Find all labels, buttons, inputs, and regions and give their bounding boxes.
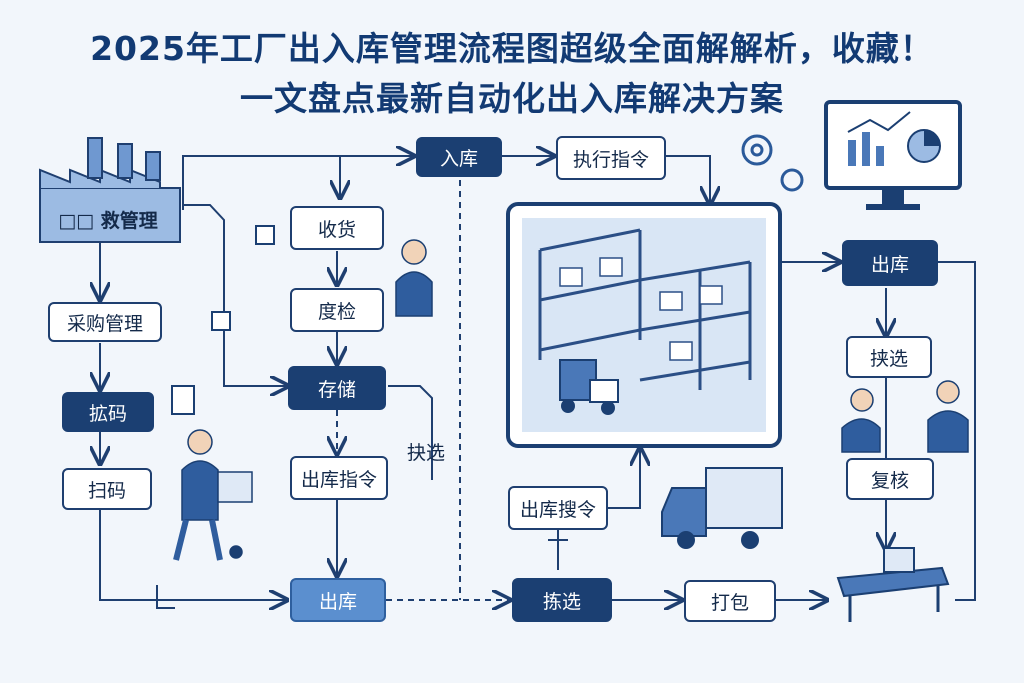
title-line-1: 2025年工厂出入库管理流程图超级全面解解析，收藏！ xyxy=(90,29,934,68)
truck-icon xyxy=(661,467,783,549)
node-outbound-right[interactable]: 出库 xyxy=(842,240,938,286)
barcode-icon xyxy=(211,311,231,331)
document-icon xyxy=(171,385,195,415)
node-scan[interactable]: 扫码 xyxy=(62,468,152,510)
factory-icon xyxy=(39,137,181,243)
node-recheck[interactable]: 复核 xyxy=(846,458,934,500)
title-line-2: 一文盘点最新自动化出入库解决方案 xyxy=(240,79,784,118)
node-pick-side[interactable]: 抉选 xyxy=(406,441,445,464)
node-execute-order[interactable]: 执行指令 xyxy=(556,136,666,180)
node-outbound-bottom[interactable]: 出库 xyxy=(290,578,386,622)
factory-label: □□ 救管理 xyxy=(58,209,158,232)
worker-icon xyxy=(173,429,253,561)
node-inspect[interactable]: 度检 xyxy=(290,288,384,332)
node-receive[interactable]: 收货 xyxy=(290,206,384,250)
node-pack[interactable]: 打包 xyxy=(684,580,776,622)
conveyor-icon xyxy=(836,547,950,622)
node-inbound[interactable]: 入库 xyxy=(416,137,502,177)
gear-icon xyxy=(741,134,804,192)
worker-icon xyxy=(841,380,969,453)
monitor-icon xyxy=(824,100,962,210)
node-pick-right[interactable]: 挟选 xyxy=(846,336,932,378)
barcode-icon xyxy=(255,225,275,245)
warehouse-illustration xyxy=(506,202,782,448)
node-procurement[interactable]: 采购管理 xyxy=(48,302,162,342)
node-outbound-order[interactable]: 出库指令 xyxy=(290,456,388,500)
worker-icon xyxy=(395,239,433,317)
node-outbound-search[interactable]: 出库搜令 xyxy=(508,486,608,530)
node-code[interactable]: 拡码 xyxy=(62,392,154,432)
node-pick-bottom[interactable]: 拣选 xyxy=(512,578,612,622)
node-storage[interactable]: 存储 xyxy=(288,366,386,410)
